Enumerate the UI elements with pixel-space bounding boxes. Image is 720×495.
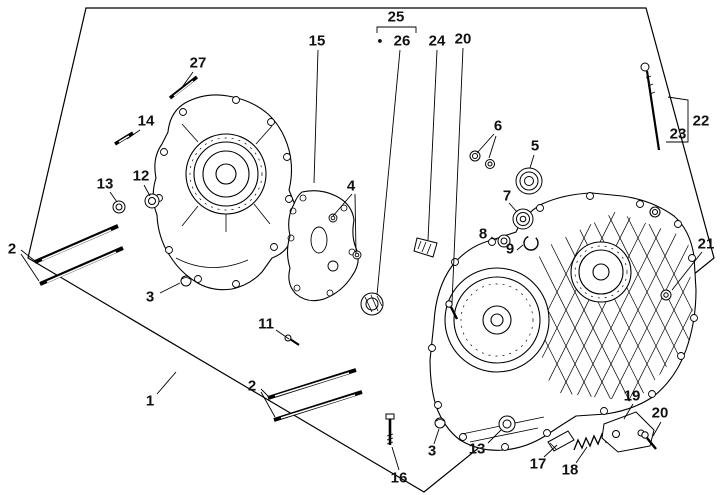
callout-part-1[interactable]: 1 xyxy=(145,392,155,410)
stud-bolts-upper xyxy=(34,224,124,286)
bushing-13-right xyxy=(498,415,516,433)
dowel-4-b xyxy=(352,250,362,260)
callout-part-26[interactable]: 26 xyxy=(393,32,411,50)
callout-part-20-bottom[interactable]: 20 xyxy=(651,404,669,422)
callout-part-16[interactable]: 16 xyxy=(390,469,408,487)
callout-part-22[interactable]: 22 xyxy=(692,112,710,130)
kit-bracket-25 xyxy=(376,26,417,33)
spacer-17 xyxy=(547,430,575,452)
callout-part-17[interactable]: 17 xyxy=(529,455,547,473)
bushing-12 xyxy=(144,193,160,209)
oil-dipstick-22 xyxy=(640,62,661,151)
plug-21 xyxy=(660,289,672,301)
screw-11 xyxy=(284,334,300,346)
washer-6 xyxy=(469,150,481,162)
callout-part-8[interactable]: 8 xyxy=(478,225,488,243)
oil-plug-26 xyxy=(360,292,384,316)
callout-part-2-lower[interactable]: 2 xyxy=(247,377,257,395)
callout-part-13-right[interactable]: 13 xyxy=(468,440,486,458)
bracket-22-23 xyxy=(666,96,689,143)
callout-part-7[interactable]: 7 xyxy=(502,187,512,205)
callout-part-12[interactable]: 12 xyxy=(132,167,150,185)
callout-part-23[interactable]: 23 xyxy=(669,125,687,143)
callout-part-3-left[interactable]: 3 xyxy=(145,288,155,306)
callout-part-25[interactable]: 25 xyxy=(387,8,405,26)
left-crankcase-half xyxy=(152,94,296,291)
callout-part-24[interactable]: 24 xyxy=(428,32,446,50)
callout-part-3-bottom[interactable]: 3 xyxy=(427,442,437,460)
seal-8 xyxy=(497,234,511,248)
callout-part-4[interactable]: 4 xyxy=(346,177,356,195)
kit-item-bullet-icon: ● xyxy=(377,35,383,46)
callout-part-11[interactable]: 11 xyxy=(258,315,274,333)
bolt-20-bottom xyxy=(641,431,657,450)
stud-14 xyxy=(114,131,134,146)
callout-part-15[interactable]: 15 xyxy=(308,32,326,50)
bolt-20-top xyxy=(445,300,459,320)
callout-part-6[interactable]: 6 xyxy=(493,117,503,135)
stud-27 xyxy=(168,75,199,100)
dowel-4-a xyxy=(328,213,338,223)
callout-part-5[interactable]: 5 xyxy=(530,137,540,155)
stud-bolts-lower xyxy=(267,368,363,422)
leader-lines xyxy=(20,26,703,471)
bearing-7 xyxy=(512,208,534,230)
callout-part-19[interactable]: 19 xyxy=(623,387,641,405)
callout-part-2-upper[interactable]: 2 xyxy=(7,240,17,258)
callout-part-20-top[interactable]: 20 xyxy=(454,30,472,48)
right-crankcase-half xyxy=(428,192,698,451)
bolt-16 xyxy=(385,413,395,445)
callout-part-27[interactable]: 27 xyxy=(189,54,207,72)
bearing-5 xyxy=(515,167,543,195)
clip-24 xyxy=(413,237,438,258)
callout-part-13-left[interactable]: 13 xyxy=(96,175,114,193)
callout-part-18[interactable]: 18 xyxy=(561,461,579,479)
callout-part-9[interactable]: 9 xyxy=(505,240,515,258)
crankcase-gasket xyxy=(286,190,359,302)
circlip-9 xyxy=(523,235,539,251)
nut-6 xyxy=(485,159,495,169)
plug-3-left xyxy=(180,275,192,287)
callout-part-14[interactable]: 14 xyxy=(137,112,155,130)
callout-part-21[interactable]: 21 xyxy=(697,235,715,253)
bushing-13-left xyxy=(112,200,126,214)
plug-3-bottom xyxy=(434,417,446,429)
